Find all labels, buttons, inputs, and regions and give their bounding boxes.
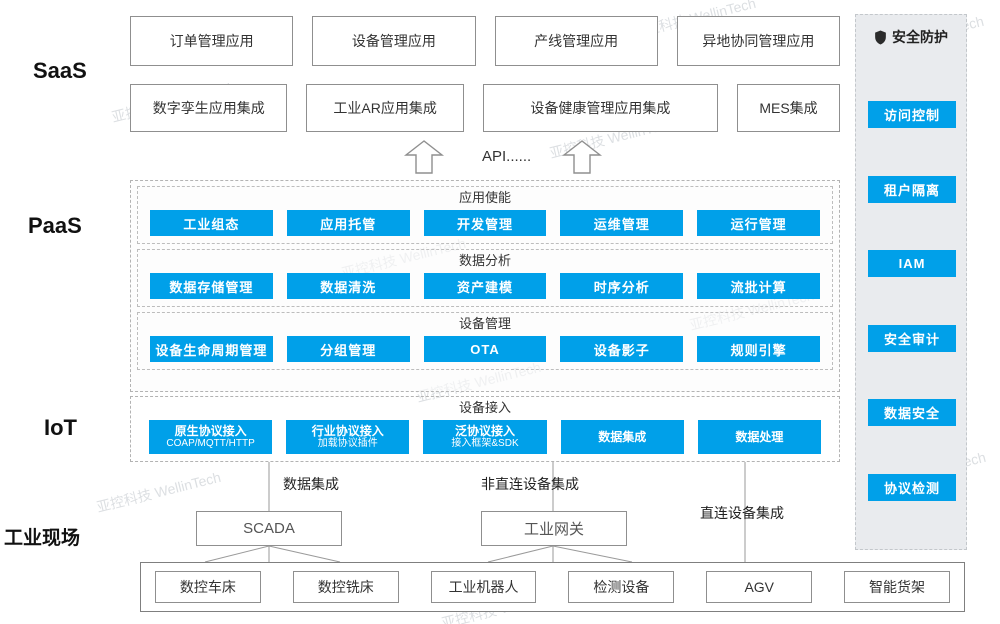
saas-app-box: 设备管理应用 bbox=[312, 16, 476, 66]
security-box: 协议检测 bbox=[868, 473, 956, 501]
capability-box: OTA bbox=[423, 336, 547, 362]
api-label: API...... bbox=[482, 148, 532, 165]
security-panel: 安全防护 访问控制 租户隔离 IAM 安全审计 数据安全 协议检测 bbox=[855, 14, 967, 550]
up-arrow-icon bbox=[561, 140, 603, 174]
iot-access-box: 泛协议接入 接入框架&SDK bbox=[423, 420, 547, 454]
connector-label-data-integration: 数据集成 bbox=[283, 476, 339, 492]
api-band: API...... bbox=[130, 138, 840, 176]
connector-label-direct-devices: 直连设备集成 bbox=[700, 505, 784, 521]
capability-box: 规则引擎 bbox=[697, 336, 820, 362]
layer-label-saas: SaaS bbox=[33, 58, 87, 83]
capability-box: 设备生命周期管理 bbox=[150, 336, 273, 362]
shield-icon bbox=[875, 30, 886, 44]
section-title: 设备管理 bbox=[458, 316, 511, 331]
field-equipment-row: 数控车床 数控铣床 工业机器人 检测设备 AGV 智能货架 bbox=[140, 562, 965, 612]
gateway-box: 工业网关 bbox=[481, 511, 627, 546]
iot-access-box: 数据集成 bbox=[560, 420, 684, 454]
up-arrow-icon bbox=[403, 140, 445, 174]
paas-section-data-analysis: 数据分析 数据存储管理 数据清洗 资产建模 时序分析 流批计算 bbox=[137, 249, 833, 307]
saas-app-box: 产线管理应用 bbox=[494, 16, 658, 66]
paas-container: 应用使能 工业组态 应用托管 开发管理 运维管理 运行管理 数据分析 数据存储管… bbox=[130, 180, 840, 392]
layer-label-paas: PaaS bbox=[28, 213, 82, 238]
capability-box: 运维管理 bbox=[560, 210, 684, 236]
capability-box: 工业组态 bbox=[150, 210, 273, 236]
section-title: 数据分析 bbox=[458, 253, 511, 268]
capability-box: 时序分析 bbox=[560, 273, 684, 299]
scada-box: SCADA bbox=[196, 511, 342, 546]
security-box: 租户隔离 bbox=[868, 175, 956, 203]
equipment-box: 工业机器人 bbox=[430, 571, 537, 603]
iot-access-box: 原生协议接入 COAP/MQTT/HTTP bbox=[149, 420, 273, 454]
equipment-box: 智能货架 bbox=[844, 571, 950, 603]
iot-access-container: 设备接入 原生协议接入 COAP/MQTT/HTTP 行业协议接入 加载协议插件… bbox=[130, 396, 840, 462]
capability-box: 数据清洗 bbox=[286, 273, 410, 299]
security-box: IAM bbox=[868, 250, 956, 278]
paas-section-device-mgmt: 设备管理 设备生命周期管理 分组管理 OTA 设备影子 规则引擎 bbox=[137, 312, 833, 370]
section-title: 应用使能 bbox=[458, 190, 511, 205]
capability-box: 开发管理 bbox=[423, 210, 547, 236]
iot-box-title: 数据处理 bbox=[735, 430, 784, 444]
security-box: 数据安全 bbox=[868, 399, 956, 427]
equipment-box: 检测设备 bbox=[568, 571, 675, 603]
capability-box: 数据存储管理 bbox=[150, 273, 273, 299]
saas-integration-row: 数字孪生应用集成 工业AR应用集成 设备健康管理应用集成 MES集成 bbox=[130, 84, 840, 132]
saas-integration-box: 工业AR应用集成 bbox=[306, 84, 464, 132]
iot-box-subtitle: 加载协议插件 bbox=[317, 438, 378, 449]
saas-integration-box: 设备健康管理应用集成 bbox=[482, 84, 718, 132]
equipment-box: 数控铣床 bbox=[292, 571, 399, 603]
iot-box-subtitle: 接入框架&SDK bbox=[451, 438, 519, 449]
capability-box: 资产建模 bbox=[423, 273, 547, 299]
equipment-box: AGV bbox=[706, 571, 813, 603]
iot-box-title: 行业协议接入 bbox=[311, 424, 384, 438]
capability-box: 设备影子 bbox=[560, 336, 684, 362]
iot-box-title: 泛协议接入 bbox=[455, 424, 516, 438]
security-items: 访问控制 租户隔离 IAM 安全审计 数据安全 协议检测 bbox=[868, 101, 956, 501]
security-box: 安全审计 bbox=[868, 324, 956, 352]
saas-app-box: 异地协同管理应用 bbox=[676, 16, 840, 66]
security-box: 访问控制 bbox=[868, 101, 956, 128]
capability-box: 应用托管 bbox=[286, 210, 410, 236]
security-title: 安全防护 bbox=[892, 29, 948, 45]
iot-box-title: 数据集成 bbox=[598, 430, 647, 444]
iot-access-box: 数据处理 bbox=[697, 420, 822, 454]
iot-box-title: 原生协议接入 bbox=[174, 424, 247, 438]
equipment-box: 数控车床 bbox=[155, 571, 261, 603]
capability-box: 分组管理 bbox=[286, 336, 410, 362]
section-title: 设备接入 bbox=[458, 400, 511, 415]
saas-app-row: 订单管理应用 设备管理应用 产线管理应用 异地协同管理应用 bbox=[130, 16, 840, 66]
layer-label-field: 工业现场 bbox=[4, 528, 81, 549]
saas-integration-box: MES集成 bbox=[736, 84, 840, 132]
layer-label-iot: IoT bbox=[44, 415, 77, 440]
security-header: 安全防护 bbox=[856, 27, 966, 47]
saas-app-box: 订单管理应用 bbox=[130, 16, 294, 66]
paas-section-app-enable: 应用使能 工业组态 应用托管 开发管理 运维管理 运行管理 bbox=[137, 186, 833, 244]
capability-box: 运行管理 bbox=[697, 210, 820, 236]
connector-label-indirect-devices: 非直连设备集成 bbox=[481, 476, 579, 492]
iot-access-box: 行业协议接入 加载协议插件 bbox=[286, 420, 410, 454]
capability-box: 流批计算 bbox=[697, 273, 820, 299]
watermark: 亚控科技 WellinTech bbox=[94, 468, 223, 516]
iot-box-subtitle: COAP/MQTT/HTTP bbox=[166, 438, 255, 449]
saas-integration-box: 数字孪生应用集成 bbox=[130, 84, 288, 132]
